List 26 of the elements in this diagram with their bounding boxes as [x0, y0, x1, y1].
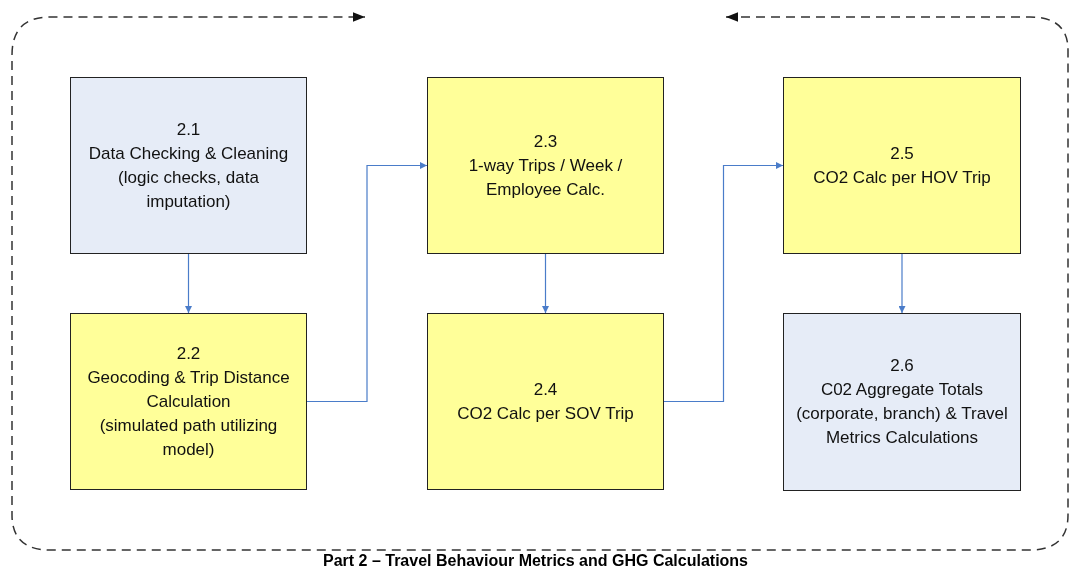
step-label: CO2 Calc per SOV Trip: [457, 402, 634, 425]
process-box: [427, 77, 664, 254]
step-number: 2.6: [890, 355, 914, 377]
arrow: [306, 162, 428, 403]
process-box: [783, 313, 1021, 491]
arrow: [185, 253, 192, 314]
process-box: [70, 77, 307, 254]
step-label: (logic checks, data imputation): [117, 166, 260, 213]
arrow: [542, 253, 549, 314]
caption: Part 2 – Travel Behaviour Metrics and GHG Calculations: [323, 552, 748, 569]
step-label: Data Checking & Cleaning: [88, 142, 289, 165]
step-number: 2.1: [176, 118, 201, 141]
step-label: C02 Aggregate Totals (corporate, branch) & Travel Metrics Calculations: [795, 379, 1009, 449]
step-label: 1-way Trips / Week / Employee Calc.: [467, 154, 624, 201]
step-number: 2.5: [890, 142, 914, 165]
process-box: [427, 313, 664, 490]
step-number: 2.2: [176, 342, 201, 365]
process-box: [70, 313, 307, 490]
step-label: CO2 Calc per HOV Trip: [813, 166, 991, 189]
step-label: (simulated path utilizing model): [98, 414, 279, 461]
process-box: [783, 77, 1021, 254]
arrow: [663, 162, 784, 403]
arrow: [898, 253, 906, 314]
step-number: 2.4: [533, 378, 558, 401]
step-number: 2.3: [533, 130, 558, 153]
step-label: Geocoding & Trip Distance Calculation: [86, 366, 291, 413]
